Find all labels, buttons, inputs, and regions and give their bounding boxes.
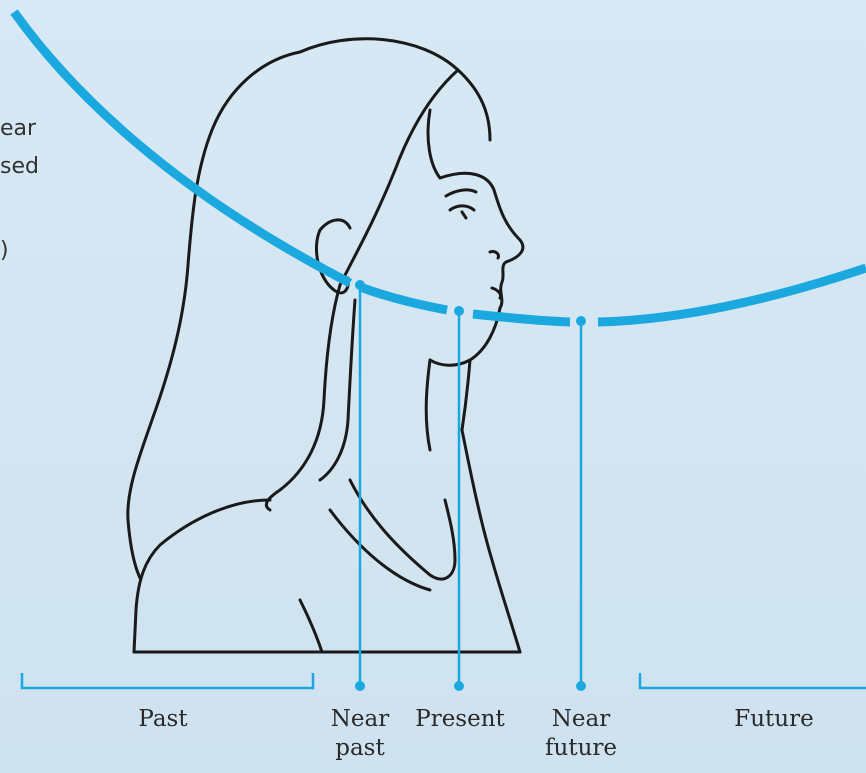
label-near-past: Near past [318, 705, 402, 763]
bottom-dot-present [454, 681, 464, 691]
past-bracket [22, 673, 313, 688]
ear-top [320, 220, 350, 230]
hair-outline-top [300, 39, 490, 140]
bottom-markers [355, 681, 586, 691]
collar-outer [330, 510, 430, 590]
time-arc-near-past-segment [360, 287, 447, 310]
eyebrow [446, 190, 476, 196]
hair-side-strand [266, 285, 340, 510]
neck-back [426, 360, 430, 450]
nostril [490, 252, 499, 258]
woman-profile-illustration [128, 39, 523, 652]
label-near-past-line-2: past [318, 734, 402, 763]
lips [492, 288, 501, 298]
connector-lines [360, 285, 581, 686]
time-arc [14, 12, 866, 322]
label-past: Past [128, 705, 198, 734]
garment-fold [300, 600, 322, 652]
collar-inner [350, 480, 455, 579]
label-present: Present [408, 705, 512, 734]
hair-outline-back [128, 52, 300, 578]
bottom-dot-near-past [355, 681, 365, 691]
label-near-future: Near future [533, 705, 629, 763]
range-brackets [22, 673, 866, 688]
neck-front [462, 360, 470, 430]
bottom-dot-near-future [576, 681, 586, 691]
shoulder-line [134, 500, 270, 652]
label-near-past-line-1: Near [318, 705, 402, 734]
time-arc-present-segment [473, 314, 570, 322]
eye-lash [462, 212, 466, 218]
label-future: Future [728, 705, 820, 734]
chest-front [462, 430, 520, 652]
label-near-future-line-2: future [533, 734, 629, 763]
future-bracket [640, 673, 866, 688]
eye [450, 206, 474, 210]
time-arc-future-segment [598, 268, 866, 322]
label-near-future-line-1: Near [533, 705, 629, 734]
hair-inner-curve [428, 110, 440, 178]
